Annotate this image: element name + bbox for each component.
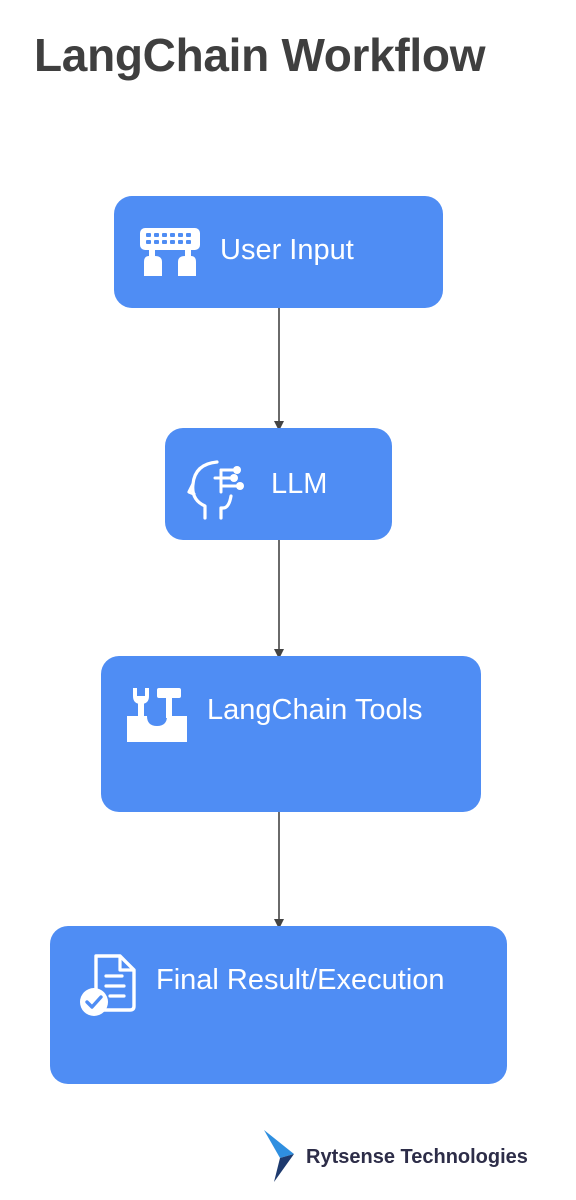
document-check-icon [76, 950, 140, 1023]
node-label: LLM [271, 468, 328, 500]
node-user-input: User Input [114, 196, 443, 308]
node-llm: LLM [165, 428, 392, 540]
node-label: Final Result/Execution [156, 964, 445, 996]
company-logo: Rytsense Technologies [260, 1128, 560, 1184]
rytsense-logo-icon [260, 1128, 300, 1189]
diagram-title: LangChain Workflow [34, 29, 486, 81]
ai-brain-head-icon [187, 456, 251, 525]
keyboard-hands-icon [138, 226, 202, 283]
node-tools: LangChain Tools [101, 656, 481, 812]
node-final-result: Final Result/Execution [50, 926, 507, 1084]
toolbox-icon [125, 684, 189, 749]
node-label: User Input [220, 234, 354, 266]
node-label: LangChain Tools [207, 694, 423, 726]
company-name: Rytsense Technologies [306, 1146, 528, 1168]
